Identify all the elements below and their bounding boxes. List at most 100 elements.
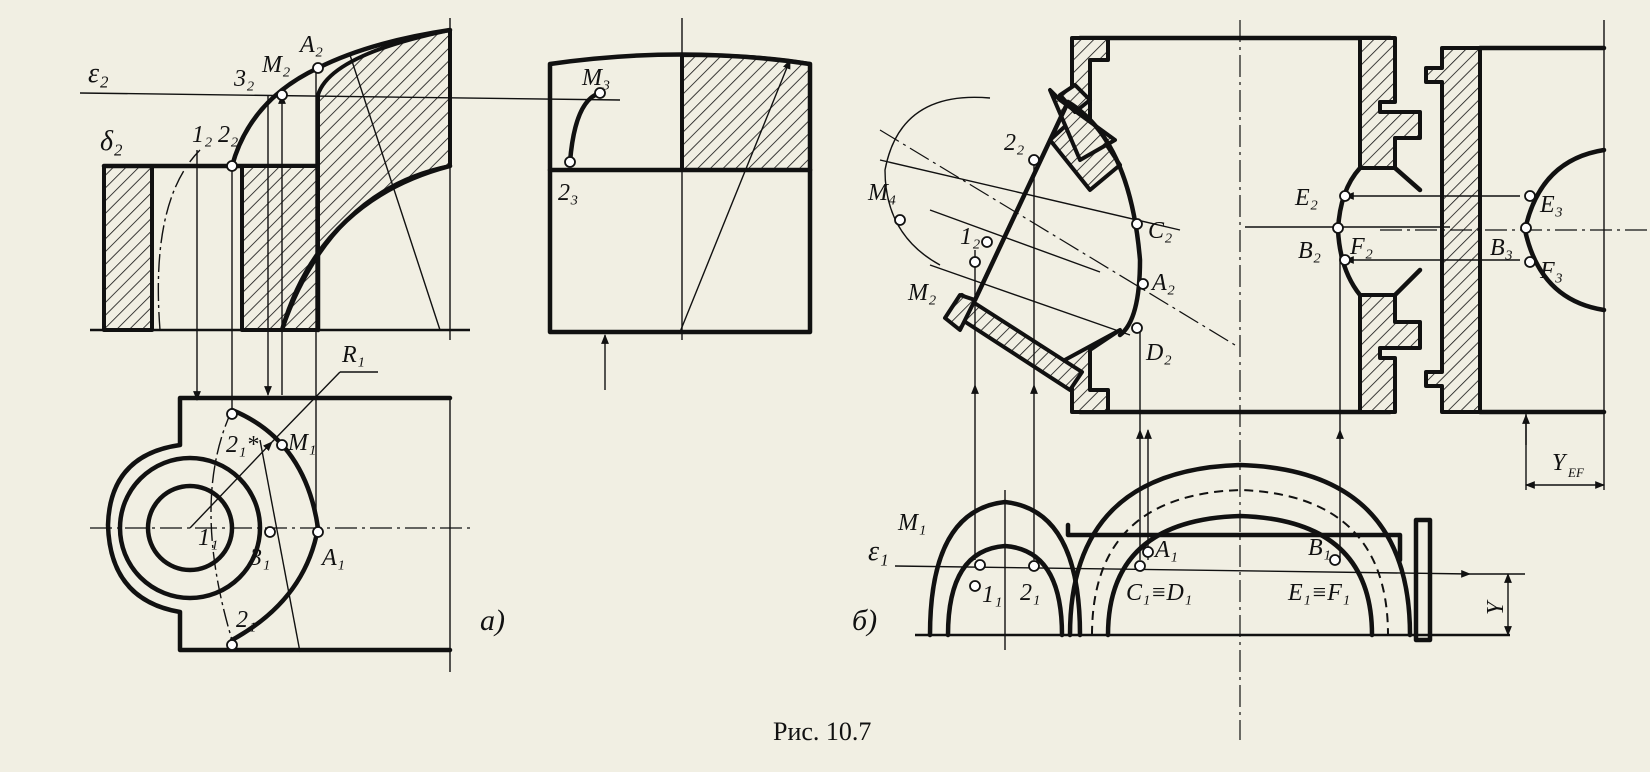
plane-epsilon1	[894, 565, 1471, 578]
label-2star-1: 2₁*	[226, 432, 258, 458]
label-m1-b: M₁	[897, 510, 926, 536]
construction-b3	[929, 209, 1101, 273]
label-1-2-a: 1₂	[192, 122, 212, 148]
big-outer-arc	[1067, 462, 1413, 638]
construction-b1	[879, 159, 1181, 231]
part-a-profile-view	[547, 18, 813, 390]
label-1-1-a: 1₁	[198, 525, 218, 551]
profile-outline	[547, 52, 813, 335]
point-a2-a	[312, 62, 324, 74]
nozzle-end-lower	[943, 293, 977, 332]
label-e3: E₃	[1539, 192, 1563, 218]
label-delta2: δ₂	[100, 126, 123, 157]
figure-caption: Рис. 10.7	[773, 717, 871, 746]
side-nozzle-edges	[1392, 165, 1423, 298]
nozzle-left-edge	[972, 99, 1071, 303]
point-m4	[894, 214, 906, 226]
inner-arch	[279, 163, 453, 333]
label-b1: B₁	[1308, 535, 1331, 561]
points-b	[894, 154, 1536, 592]
point-a2-b	[1137, 278, 1149, 290]
auxiliary-semicircle	[884, 96, 991, 266]
label-yef-top: Y	[1552, 450, 1568, 476]
pipe-stub	[1065, 522, 1403, 563]
label-f2: F₂	[1349, 234, 1373, 260]
point-m2-b	[969, 256, 981, 268]
label-r1: R₁	[341, 342, 365, 368]
point-a1-a	[312, 526, 324, 538]
label-b3: B₃	[1490, 235, 1513, 261]
point-cd1	[1134, 560, 1146, 572]
label-1-1-b: 1₁	[982, 582, 1002, 608]
profile-arc	[567, 90, 603, 165]
label-a2-b: A₂	[1150, 270, 1175, 296]
point-c2	[1131, 218, 1143, 230]
labels-part-b: M₄ 2₂ 1₂ M₂ C₂ A₂ D₂ E₂ B₂ F₂ E₃ B₃ F₃ Y…	[852, 130, 1585, 637]
point-2-1-a	[226, 639, 238, 651]
label-yef-top-sub: EF	[1567, 465, 1585, 480]
point-3-1	[264, 526, 276, 538]
label-b2: B₂	[1298, 238, 1321, 264]
profile-diagonal	[679, 59, 791, 333]
label-f3: F₃	[1539, 258, 1563, 284]
label-m2-a: M₂	[261, 52, 290, 78]
label-a1-a: A₁	[320, 545, 345, 571]
construction-line-a	[349, 54, 441, 331]
point-e2	[1339, 190, 1351, 202]
point-1-1-b	[969, 580, 981, 592]
part-b-top-view	[894, 462, 1525, 650]
label-cd1: C₁≡D₁	[1126, 580, 1192, 606]
point-m1-b	[974, 559, 986, 571]
label-yef-side: Y	[1483, 599, 1509, 615]
labels-part-a: ε₂ δ₂ 3₂ M₂ A₂ 1₂ 2₂ M₃ 2₃ R₁ 2₁* M₁ 1₁ …	[88, 32, 610, 637]
label-2-2-b: 2₂	[1004, 130, 1024, 156]
label-3-1: 3₁	[249, 545, 270, 571]
big-dashed-arc	[1091, 488, 1389, 636]
point-m2-a	[276, 89, 288, 101]
label-3-2: 3₂	[233, 66, 254, 92]
label-m3: M₃	[581, 65, 610, 91]
hatched-lug-left	[102, 164, 154, 332]
construction-b2	[929, 264, 1131, 336]
part-a-top-view	[90, 371, 470, 672]
points-a	[226, 62, 606, 651]
label-epsilon1: ε₁	[868, 536, 889, 567]
label-d2: D₂	[1145, 340, 1172, 366]
point-d2	[1131, 322, 1143, 334]
point-f2	[1339, 254, 1351, 266]
dash-arc-a	[157, 149, 201, 331]
point-b2	[1332, 222, 1344, 234]
label-part-b: б)	[852, 604, 877, 637]
label-epsilon2: ε₂	[88, 58, 109, 89]
label-1-2-b: 1₂	[960, 224, 980, 250]
part-b-front-view	[879, 20, 1650, 740]
top-view-outline	[105, 395, 453, 653]
point-ef1	[1329, 554, 1341, 566]
wall-right-lower	[1358, 293, 1422, 414]
point-2star-1	[226, 408, 238, 420]
label-2-1-a: 2₁	[236, 607, 256, 633]
point-b3	[1520, 222, 1532, 234]
label-c2: C₂	[1148, 218, 1172, 244]
radius-r1-leader	[271, 371, 341, 443]
point-2-3	[564, 156, 576, 168]
big-inner-arc	[1105, 513, 1375, 638]
radius-r1-line	[189, 441, 273, 529]
point-2-1-b	[1028, 560, 1040, 572]
point-e3	[1524, 190, 1536, 202]
part-a-front-view	[79, 18, 621, 540]
label-m2-b: M₂	[907, 280, 936, 306]
label-a1-b: A₁	[1153, 537, 1178, 563]
label-2-1-b: 2₁	[1020, 580, 1040, 606]
nozzle-end-upper	[1058, 83, 1092, 114]
point-a1-b	[1142, 546, 1154, 558]
nozzle-axis	[879, 129, 1236, 346]
point-2-2-a	[226, 160, 238, 172]
label-e2: E₂	[1294, 185, 1318, 211]
wall-right-upper	[1358, 36, 1422, 170]
flange-stub	[1413, 517, 1433, 643]
label-a2-a: A₂	[298, 32, 323, 58]
top-construction	[259, 439, 301, 653]
